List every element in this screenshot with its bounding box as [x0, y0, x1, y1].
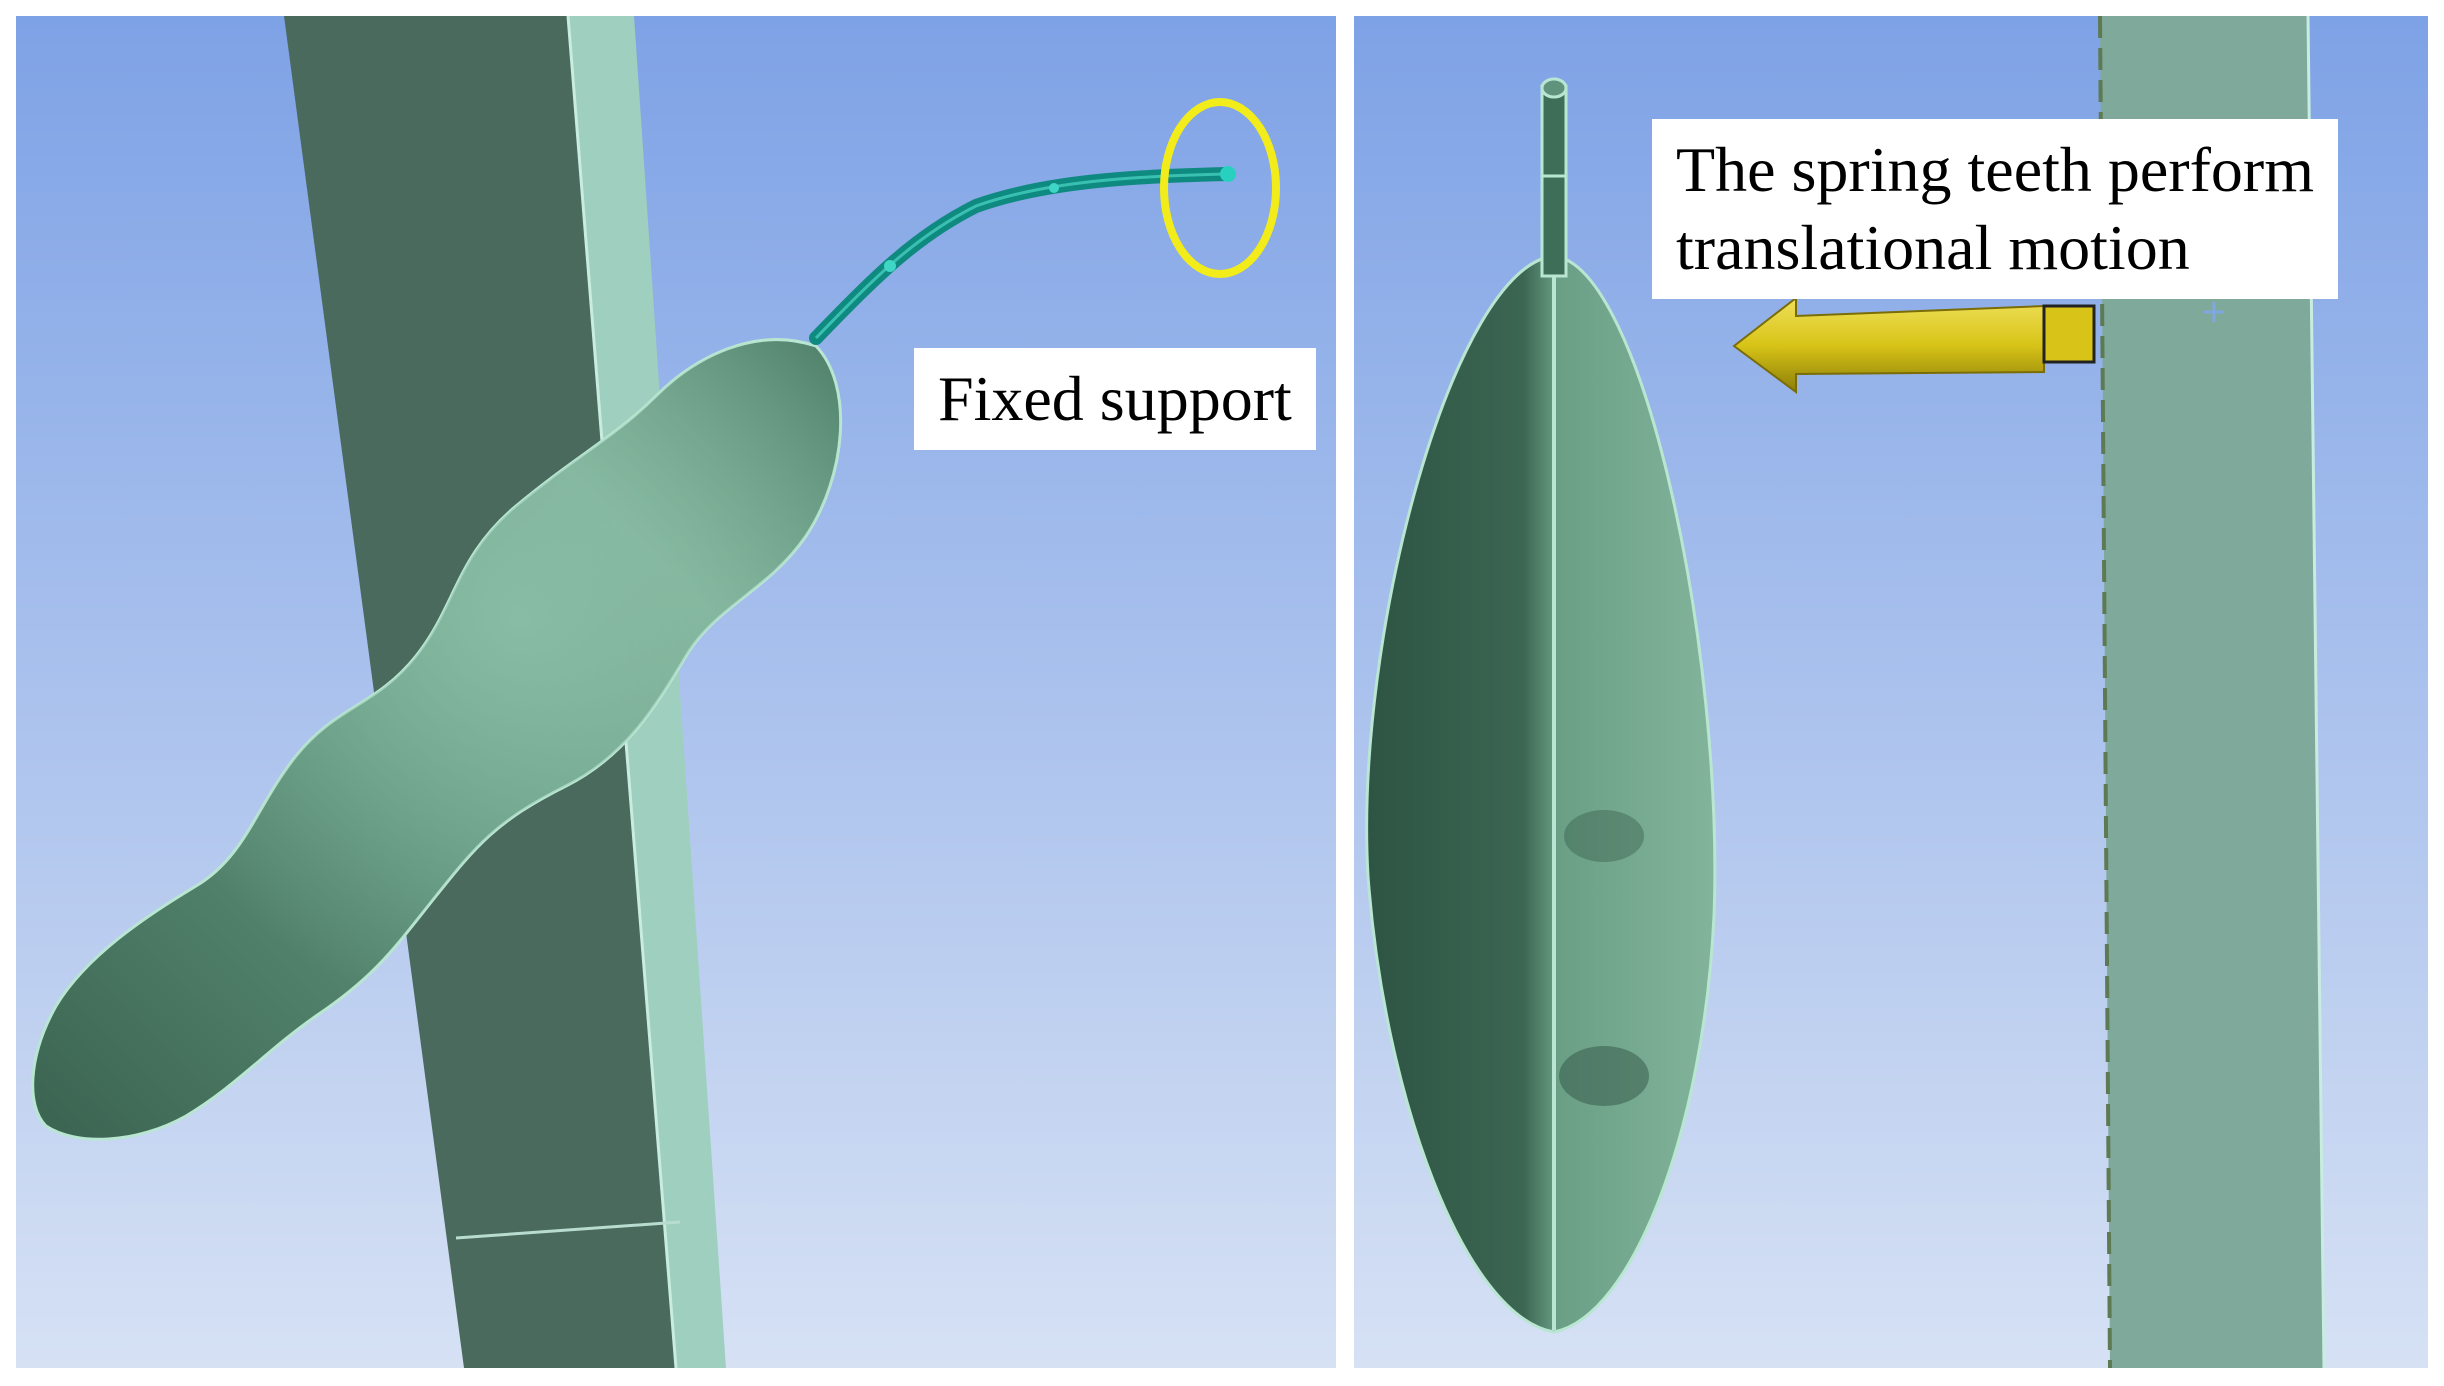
spring-tooth-shine [32, 339, 841, 1140]
stem-wire-highlight [814, 172, 1229, 340]
translational-motion-label-line-1: The spring teeth perform [1676, 134, 2314, 205]
translational-motion-label-line-2: translational motion [1676, 212, 2190, 283]
translational-motion-label: The spring teeth perform translational m… [1652, 119, 2338, 299]
fixed-support-label-text: Fixed support [938, 363, 1292, 434]
left-scene [16, 16, 1336, 1368]
right-panel: The spring teeth perform translational m… [1354, 16, 2428, 1368]
fixed-support-marker-icon [1160, 98, 1280, 278]
frame-section-line [455, 1220, 681, 1240]
leaf-shading [1564, 810, 1644, 862]
panel-divider [1336, 0, 1354, 1386]
stem-tip [1220, 166, 1236, 182]
left-panel: Fixed support [16, 16, 1336, 1368]
leaf-stem-top [1540, 77, 1568, 99]
translation-arrow-icon [1732, 295, 2096, 394]
stem-node [1049, 183, 1059, 193]
stem-node [884, 260, 896, 272]
frame-bar [2100, 16, 2324, 1368]
fixed-support-label: Fixed support [914, 348, 1316, 450]
leaf-stem [1540, 84, 1568, 278]
leaf-shading [1559, 1046, 1649, 1106]
spring-tooth-leaf [1365, 254, 1717, 1334]
